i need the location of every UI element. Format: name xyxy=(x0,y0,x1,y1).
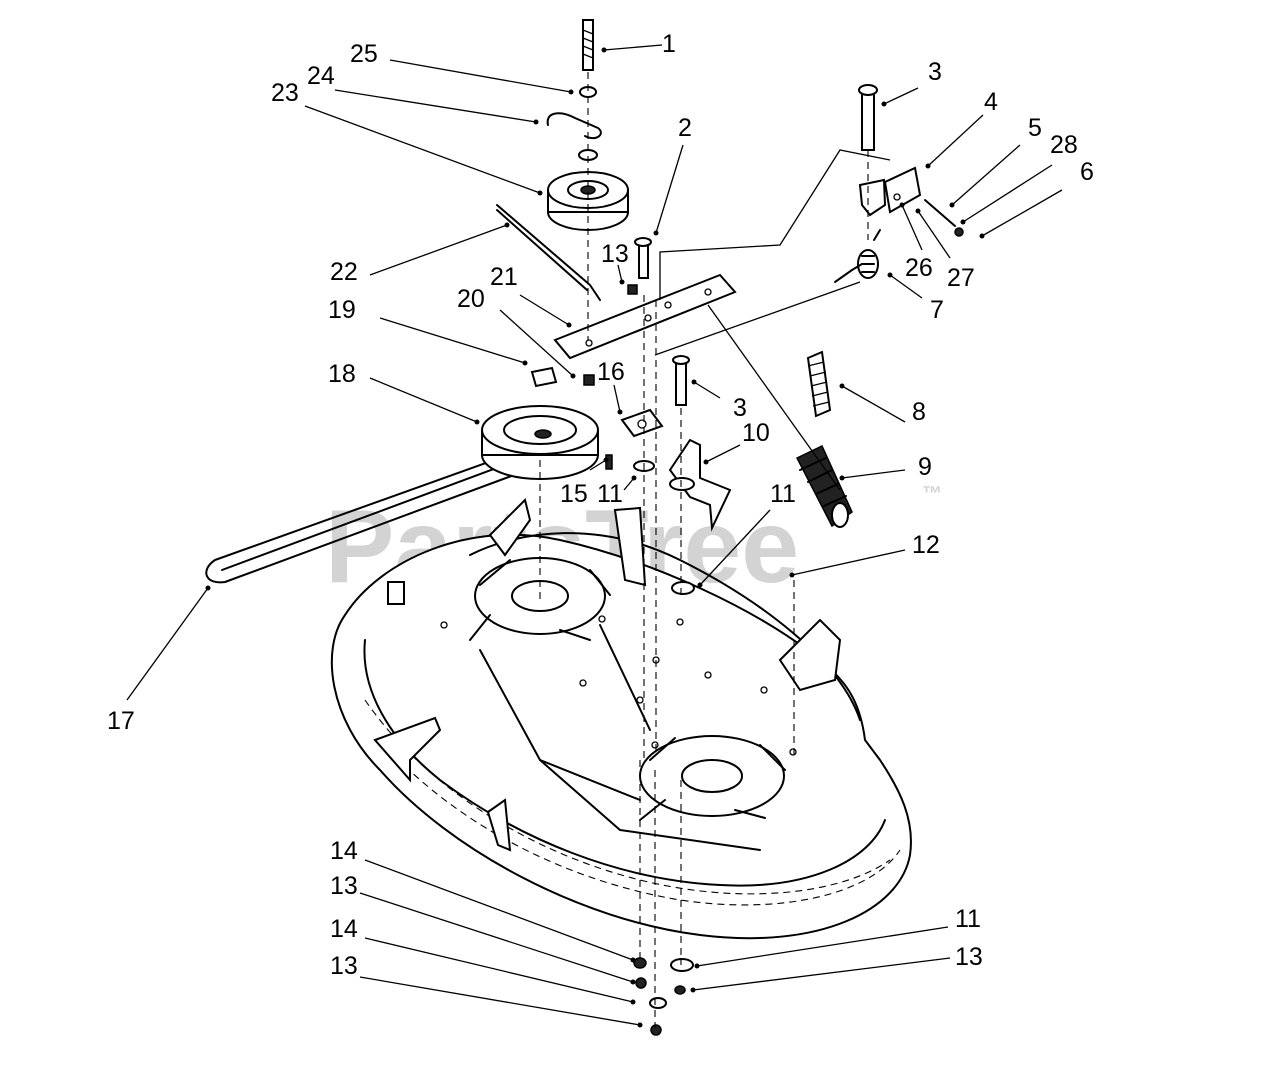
callout-11-bottom: 11 xyxy=(955,905,981,933)
callout-labels: 1 2 3 4 5 28 6 25 24 23 13 22 21 20 19 1… xyxy=(107,30,1094,980)
callout-14-lower: 14 xyxy=(330,915,358,943)
callout-13-upper: 13 xyxy=(330,872,358,900)
callout-27: 27 xyxy=(947,264,975,292)
callout-23: 23 xyxy=(271,79,299,107)
idler-pulley-assembly xyxy=(546,19,629,231)
alignment-lines xyxy=(539,72,891,1028)
callout-14-upper: 14 xyxy=(330,837,358,865)
callout-19: 19 xyxy=(328,296,356,324)
callout-24: 24 xyxy=(307,62,335,90)
callout-13-bottom: 13 xyxy=(955,943,983,971)
callout-12: 12 xyxy=(912,531,940,559)
deck-drive-pulley xyxy=(481,366,599,480)
callout-26: 26 xyxy=(905,254,933,282)
idler-arm-assembly xyxy=(496,204,737,386)
callout-6: 6 xyxy=(1080,158,1094,186)
callout-9: 9 xyxy=(918,453,932,481)
callout-18: 18 xyxy=(328,360,356,388)
callout-2: 2 xyxy=(678,114,692,142)
trademark-symbol: ™ xyxy=(922,483,942,505)
callout-28: 28 xyxy=(1050,131,1078,159)
callout-13-top: 13 xyxy=(601,240,629,268)
callout-20: 20 xyxy=(457,285,485,313)
mower-deck-housing xyxy=(330,498,912,940)
callout-10: 10 xyxy=(742,419,770,447)
callout-3-mid: 3 xyxy=(733,394,747,422)
callout-8: 8 xyxy=(912,398,926,426)
spring-bracket-assembly xyxy=(834,84,964,283)
callout-15: 15 xyxy=(560,480,588,508)
center-bracket-hardware xyxy=(605,355,732,595)
callout-16: 16 xyxy=(597,358,625,386)
callout-13-lower: 13 xyxy=(330,952,358,980)
callout-7: 7 xyxy=(930,296,944,324)
callout-3-top: 3 xyxy=(928,58,942,86)
callout-22: 22 xyxy=(330,258,358,286)
leader-lines xyxy=(126,44,1063,1028)
callout-5: 5 xyxy=(1028,114,1042,142)
callout-25: 25 xyxy=(350,40,378,68)
callout-11-left: 11 xyxy=(597,480,623,508)
callout-21: 21 xyxy=(490,263,518,291)
callout-11-mid: 11 xyxy=(770,480,796,508)
bottom-hardware xyxy=(633,957,694,1036)
callout-4: 4 xyxy=(984,88,998,116)
callout-17: 17 xyxy=(107,707,135,735)
callout-1: 1 xyxy=(662,30,676,58)
tension-springs xyxy=(795,350,853,528)
